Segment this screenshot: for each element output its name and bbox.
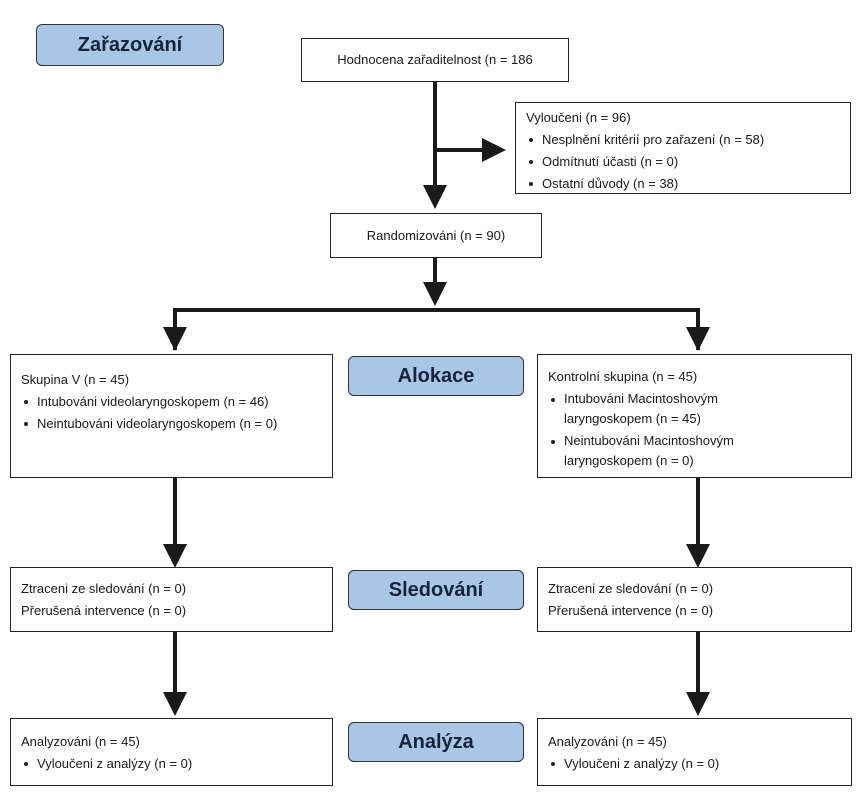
analysis-left-list: Vyloučeni z analýzy (n = 0) — [21, 753, 322, 775]
assessed-text: Hodnocena zařaditelnost (n = 186 — [337, 52, 533, 67]
excluded-item: Odmítnutí účasti (n = 0) — [526, 151, 840, 173]
stage-analysis-label: Analýza — [348, 722, 524, 762]
allocation-right-item: Neintubováni Macintoshovým laryngoskopem… — [548, 431, 781, 471]
allocation-left-item: Intubováni videolaryngoskopem (n = 46) — [21, 391, 322, 413]
stage-allocation-label: Alokace — [348, 356, 524, 396]
followup-right-lost: Ztraceni ze sledování (n = 0) — [548, 581, 714, 596]
allocation-left-box: Skupina V (n = 45) Intubováni videolaryn… — [10, 354, 333, 478]
analysis-left-title: Analyzováni (n = 45) — [21, 734, 140, 749]
analysis-left-item: Vyloučeni z analýzy (n = 0) — [21, 753, 322, 775]
analysis-right-item: Vyloučeni z analýzy (n = 0) — [548, 753, 841, 775]
allocation-left-title: Skupina V (n = 45) — [21, 372, 130, 387]
allocation-right-title: Kontrolní skupina (n = 45) — [548, 369, 698, 384]
allocation-left-list: Intubováni videolaryngoskopem (n = 46) N… — [21, 391, 322, 435]
randomized-text: Randomizováni (n = 90) — [366, 227, 506, 243]
followup-left-lost: Ztraceni ze sledování (n = 0) — [21, 581, 187, 596]
allocation-right-box: Kontrolní skupina (n = 45) Intubováni Ma… — [537, 354, 852, 478]
analysis-left-box: Analyzováni (n = 45) Vyloučeni z analýzy… — [10, 718, 333, 786]
allocation-right-list: Intubováni Macintoshovým laryngoskopem (… — [548, 389, 841, 471]
split-line — [173, 308, 700, 350]
allocation-left-item: Neintubováni videolaryngoskopem (n = 0) — [21, 413, 322, 435]
analysis-right-list: Vyloučeni z analýzy (n = 0) — [548, 753, 841, 775]
allocation-right-item: Intubováni Macintoshovým laryngoskopem (… — [548, 389, 781, 429]
analysis-right-box: Analyzováni (n = 45) Vyloučeni z analýzy… — [537, 718, 852, 786]
excluded-box: Vyloučeni (n = 96) Nesplnění kritérií pr… — [515, 102, 851, 194]
stage-enrollment-label: Zařazování — [36, 24, 224, 66]
excluded-item: Nesplnění kritérií pro zařazení (n = 58) — [526, 129, 840, 151]
followup-left-box: Ztraceni ze sledování (n = 0) Přerušená … — [10, 567, 333, 632]
followup-right-box: Ztraceni ze sledování (n = 0) Přerušená … — [537, 567, 852, 632]
excluded-list: Nesplnění kritérií pro zařazení (n = 58)… — [526, 129, 840, 195]
analysis-right-title: Analyzováni (n = 45) — [548, 734, 667, 749]
assessed-box: Hodnocena zařaditelnost (n = 186 — [301, 38, 569, 82]
randomized-box: Randomizováni (n = 90) — [330, 213, 542, 258]
excluded-item: Ostatní důvody (n = 38) — [526, 173, 840, 195]
followup-left-discontinued: Přerušená intervence (n = 0) — [21, 603, 187, 618]
followup-right-discontinued: Přerušená intervence (n = 0) — [548, 603, 714, 618]
excluded-title: Vyloučeni (n = 96) — [526, 110, 631, 125]
stage-followup-label: Sledování — [348, 570, 524, 610]
